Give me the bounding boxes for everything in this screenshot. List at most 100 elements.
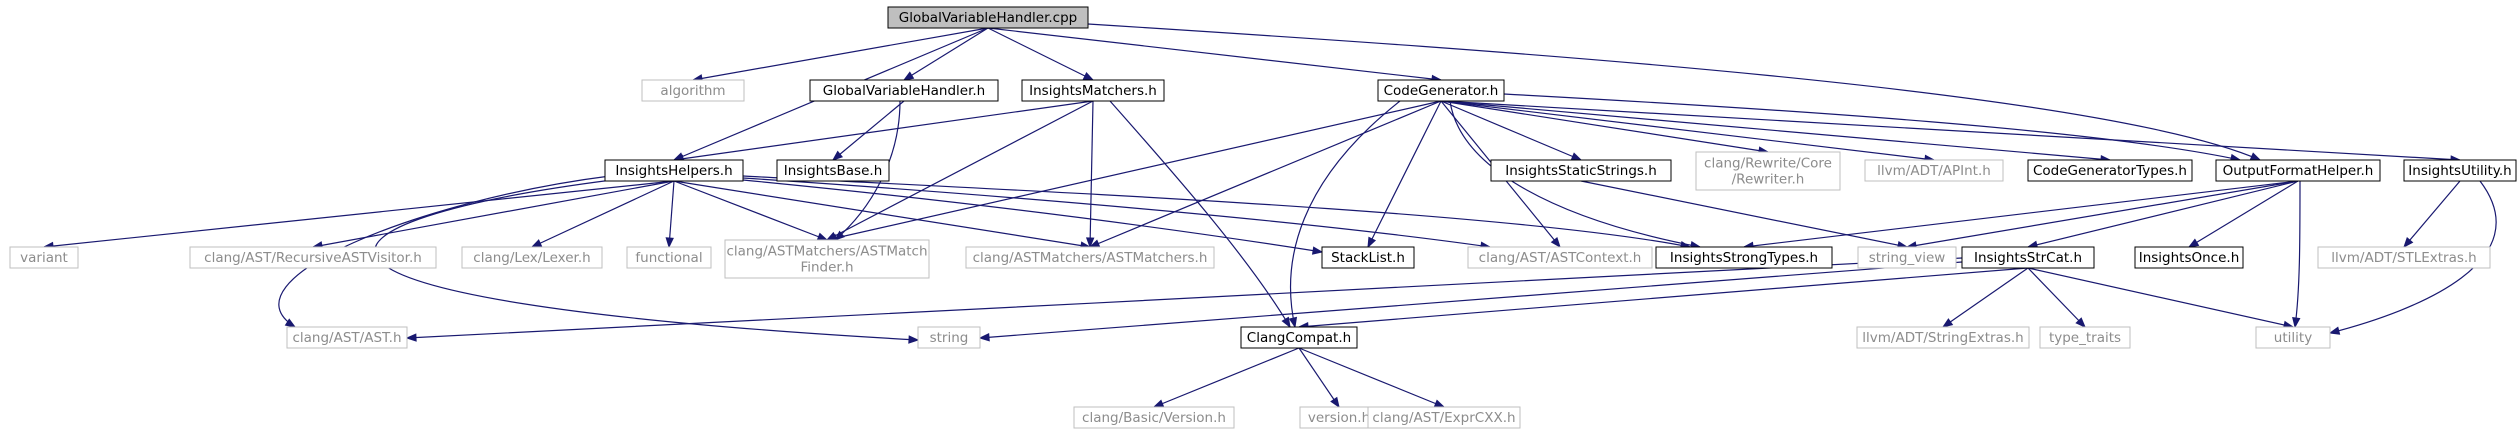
edge-line bbox=[1449, 100, 1701, 248]
edge-line bbox=[1367, 100, 1442, 248]
node-box bbox=[776, 159, 890, 182]
arrow-head bbox=[405, 333, 417, 342]
node-box bbox=[965, 246, 1215, 269]
edge-iss_h-to-sv bbox=[1580, 180, 1909, 250]
arrow-head bbox=[831, 150, 844, 161]
edge-isc_h-to-cc_h bbox=[1297, 267, 2029, 331]
edge-cg_h-to-iu_h bbox=[1440, 100, 2462, 164]
edge-line bbox=[1289, 100, 1401, 328]
node-box bbox=[917, 326, 981, 349]
arrow-head bbox=[1941, 318, 1954, 328]
node-box bbox=[9, 246, 79, 269]
edge-line bbox=[1087, 23, 2261, 161]
arrow-head bbox=[2075, 317, 2086, 328]
edge-line bbox=[1153, 347, 1300, 408]
node-cg-h[interactable]: CodeGenerator.h bbox=[1377, 79, 1505, 102]
node-astm: clang/ASTMatchers/ASTMatchers.h bbox=[965, 246, 1215, 269]
edge-line bbox=[1906, 180, 2299, 248]
edge-line bbox=[979, 261, 1963, 339]
arrow-head bbox=[1152, 399, 1165, 408]
node-ist-h[interactable]: InsightsStrongTypes.h bbox=[1655, 246, 1833, 269]
arrow-head bbox=[978, 333, 990, 342]
node-label: CodeGenerator.h bbox=[1384, 83, 1499, 99]
edge-iu_h-to-stlx bbox=[2403, 180, 2461, 249]
arrow-head bbox=[1367, 236, 1377, 249]
node-box bbox=[1856, 326, 2030, 349]
edge-line bbox=[2329, 180, 2497, 334]
node-astctx: clang/AST/ASTContext.h bbox=[1467, 246, 1653, 269]
arrow-head bbox=[1311, 246, 1324, 255]
edge-ih_h-to-amf bbox=[673, 180, 829, 241]
node-label: string bbox=[930, 330, 969, 346]
node-label: CodeGeneratorTypes.h bbox=[2033, 163, 2187, 179]
node-sl-h[interactable]: StackList.h bbox=[1321, 246, 1415, 269]
edge-line bbox=[531, 180, 675, 248]
node-ib-h[interactable]: InsightsBase.h bbox=[776, 159, 890, 182]
edge-cg_h-to-rewriter bbox=[1440, 100, 1770, 155]
edge-line bbox=[1089, 100, 1094, 248]
edge-line bbox=[406, 257, 1963, 339]
node-label: /Rewriter.h bbox=[1732, 172, 1805, 188]
node-label: algorithm bbox=[660, 83, 725, 99]
edge-ih_h-to-lexer bbox=[530, 180, 675, 248]
node-iss-h[interactable]: InsightsStaticStrings.h bbox=[1490, 159, 1672, 182]
node-lexer: clang/Lex/Lexer.h bbox=[461, 246, 603, 269]
edge-ih_h-to-sl_h bbox=[742, 179, 1324, 255]
node-ih-h[interactable]: InsightsHelpers.h bbox=[604, 159, 744, 182]
node-algorithm: algorithm bbox=[641, 79, 745, 102]
node-box bbox=[1367, 406, 1521, 429]
node-gvh-cpp[interactable]: GlobalVariableHandler.cpp bbox=[887, 6, 1089, 29]
edge-isc_h-to-ast_h bbox=[405, 257, 1963, 342]
node-box bbox=[724, 239, 930, 279]
arrow-head bbox=[1288, 316, 1298, 329]
edge-line bbox=[1440, 100, 1769, 153]
edge-line bbox=[1743, 180, 2299, 248]
arrow-head bbox=[1570, 152, 1583, 161]
node-label: variant bbox=[20, 250, 68, 266]
edge-line bbox=[43, 180, 675, 248]
edge-ih_h-to-variant bbox=[42, 180, 675, 251]
node-box bbox=[2317, 246, 2491, 269]
node-label: llvm/ADT/StringExtras.h bbox=[1862, 330, 2023, 346]
node-box bbox=[2134, 246, 2244, 269]
node-bver: clang/Basic/Version.h bbox=[1073, 406, 1235, 429]
node-label: GlobalVariableHandler.h bbox=[823, 83, 986, 99]
edge-ofh_h-to-ist_h bbox=[1742, 180, 2299, 251]
node-label: clang/ASTMatchers/ASTMatchers.h bbox=[973, 250, 1208, 266]
node-ver: version.h bbox=[1299, 406, 1379, 429]
node-label: InsightsStrCat.h bbox=[1974, 250, 2082, 266]
node-iu-h[interactable]: InsightsUtility.h bbox=[2403, 159, 2517, 182]
node-ofh-h[interactable]: OutputFormatHelper.h bbox=[2215, 159, 2381, 182]
node-label: clang/AST/RecursiveASTVisitor.h bbox=[204, 250, 422, 266]
node-box bbox=[809, 79, 999, 102]
node-rewriter: clang/Rewrite/Core/Rewriter.h bbox=[1695, 151, 1841, 191]
node-label: clang/Lex/Lexer.h bbox=[473, 250, 590, 266]
node-im-h[interactable]: InsightsMatchers.h bbox=[1021, 79, 1165, 102]
edge-ofh_h-to-sv bbox=[1905, 180, 2299, 250]
node-stlx: llvm/ADT/STLExtras.h bbox=[2317, 246, 2491, 269]
node-box bbox=[1321, 246, 1415, 269]
node-variant: variant bbox=[9, 246, 79, 269]
node-label: version.h bbox=[1308, 410, 1370, 426]
node-label: clang/AST/ASTContext.h bbox=[1479, 250, 1642, 266]
edge-line bbox=[742, 179, 1323, 253]
node-label: llvm/ADT/APInt.h bbox=[1877, 163, 1991, 179]
edge-im_h-to-ih_h bbox=[672, 100, 1094, 163]
node-isc-h[interactable]: InsightsStrCat.h bbox=[1961, 246, 2095, 269]
arrow-head bbox=[284, 318, 297, 328]
edge-isc_h-to-tt bbox=[2027, 267, 2086, 328]
arrow-head bbox=[530, 239, 543, 248]
node-cgt-h[interactable]: CodeGeneratorTypes.h bbox=[2027, 159, 2193, 182]
node-box bbox=[1961, 246, 2095, 269]
edge-line bbox=[832, 100, 905, 161]
node-cc-h[interactable]: ClangCompat.h bbox=[1240, 326, 1358, 349]
node-gvh-h[interactable]: GlobalVariableHandler.h bbox=[809, 79, 999, 102]
arrow-head bbox=[665, 237, 674, 249]
arrow-head bbox=[1433, 399, 1446, 408]
edge-line bbox=[2188, 180, 2299, 248]
node-io-h[interactable]: InsightsOnce.h bbox=[2134, 246, 2244, 269]
edge-cc_h-to-excxx bbox=[1298, 347, 1446, 408]
edge-ih_h-to-ist_h bbox=[742, 175, 1692, 250]
node-box bbox=[641, 79, 745, 102]
